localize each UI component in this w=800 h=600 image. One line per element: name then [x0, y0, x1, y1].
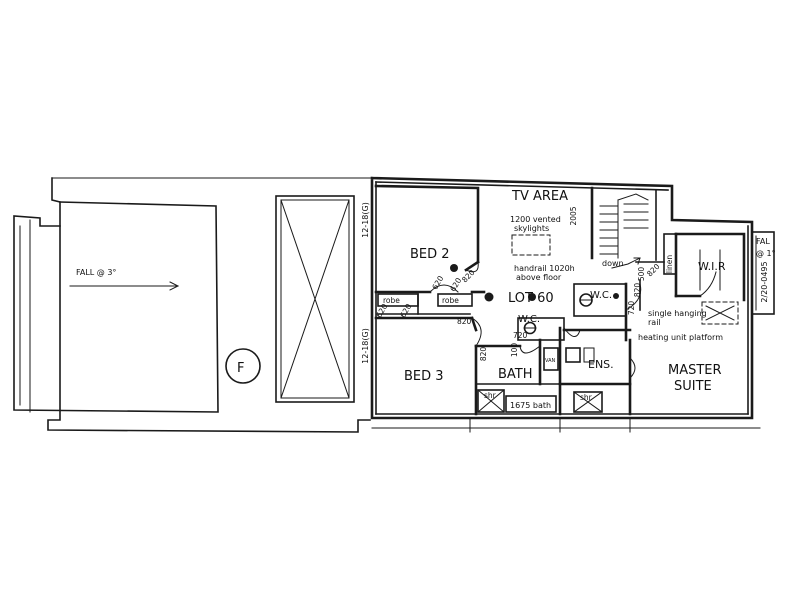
- note-linen: linen: [665, 255, 674, 274]
- note-hanging-1: single hanging: [648, 309, 707, 318]
- door-820-bed3: 820: [457, 317, 472, 326]
- fixtures: [450, 249, 739, 413]
- door-swings: [429, 261, 717, 379]
- note-fal-1: FAL: [756, 237, 770, 246]
- door-500: 500: [637, 267, 646, 282]
- void-box: [275, 195, 355, 403]
- door-720-ens: 720: [627, 301, 636, 316]
- dim-tv-height: 2005: [569, 206, 578, 225]
- door-820-wir: 820: [645, 262, 662, 279]
- internal-walls: [374, 184, 746, 416]
- door-820-bath: 820: [479, 347, 488, 362]
- fixture-vanity: VAN: [545, 358, 556, 364]
- door-100: 100: [510, 343, 519, 358]
- room-ens: ENS.: [588, 358, 614, 371]
- note-fal-2: @ 1°: [756, 249, 776, 258]
- zone-marker-label: F: [237, 361, 244, 376]
- note-hanging-2: rail: [648, 318, 661, 327]
- room-bed2: BED 2: [410, 247, 450, 262]
- note-bath-size: 1675 bath: [510, 401, 551, 410]
- robe-b-label: robe: [442, 296, 459, 305]
- room-wc-upper: W.C.: [590, 290, 612, 301]
- note-handrail-2: above floor: [516, 273, 562, 282]
- room-wir: W.I.R: [698, 260, 726, 273]
- fixture-shr-b: shr: [580, 393, 593, 402]
- note-handrail-1: handrail 1020h: [514, 264, 575, 273]
- bath-tub: [505, 395, 557, 413]
- room-wc-lower: W.C.: [518, 314, 540, 325]
- door-720-wc: 720: [513, 331, 528, 340]
- note-down: down: [602, 259, 624, 268]
- stairs: [599, 193, 649, 269]
- skylight-box: [511, 234, 551, 256]
- heating-platform: [701, 301, 739, 325]
- downlight-2: [450, 264, 458, 272]
- door-620-robe-a: 620: [430, 274, 445, 291]
- note-skylight-1: 1200 vented: [510, 215, 561, 224]
- room-lot: LOT 60: [508, 291, 554, 306]
- downlight-1: [484, 292, 494, 302]
- door-620-robe-d: 620: [398, 302, 413, 319]
- vanity-bath: [543, 347, 559, 371]
- dim-right-side: 2/20-0495: [760, 261, 769, 302]
- fixture-shr-a: shr: [484, 391, 497, 400]
- dim-left-lower: 12-18(G): [361, 328, 370, 364]
- room-bed3: BED 3: [404, 369, 444, 384]
- garage-area: FALL @ 3°: [13, 177, 373, 433]
- downlight-3: [528, 293, 536, 301]
- note-heating: heating unit platform: [638, 333, 723, 342]
- room-bath: BATH: [498, 367, 533, 382]
- downlight-4: [613, 293, 619, 299]
- fall-label: FALL @ 3°: [76, 268, 116, 277]
- balcony-strip: [751, 231, 775, 315]
- door-820-master: 820: [633, 283, 642, 298]
- zone-marker: F: [225, 348, 261, 384]
- note-skylight-2: skylights: [514, 224, 549, 233]
- dim-left-upper: 12-18(G): [361, 202, 370, 238]
- robe-a-label: robe: [383, 296, 400, 305]
- room-tv-area: TV AREA: [511, 189, 568, 204]
- room-suite: SUITE: [674, 379, 712, 394]
- vanity-ens: [565, 347, 581, 363]
- outer-walls: [370, 176, 761, 433]
- room-master: MASTER: [668, 363, 722, 378]
